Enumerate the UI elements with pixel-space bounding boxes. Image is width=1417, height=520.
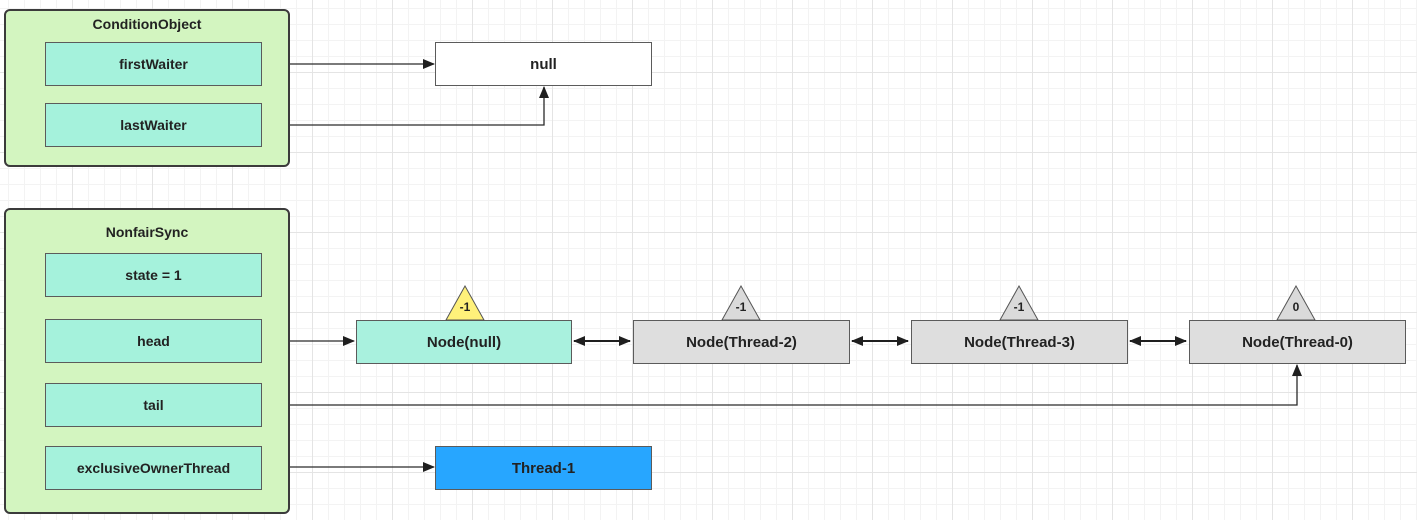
- queue-node: Node(null): [356, 320, 572, 364]
- null-box: null: [435, 42, 652, 86]
- exclusive-owner-thread-field: exclusiveOwnerThread: [45, 446, 262, 490]
- triangle-icon: [999, 284, 1039, 321]
- queue-node: Node(Thread-0): [1189, 320, 1406, 364]
- state-field: state = 1: [45, 253, 262, 297]
- triangle-icon: [721, 284, 761, 321]
- wait-status-badge: 0: [1276, 284, 1316, 321]
- owner-thread-box: Thread-1: [435, 446, 652, 490]
- queue-node: Node(Thread-3): [911, 320, 1128, 364]
- triangle-icon: [1276, 284, 1316, 321]
- wait-status-value: -1: [735, 300, 747, 314]
- wait-status-value: -1: [1013, 300, 1025, 314]
- head-field: head: [45, 319, 262, 363]
- arrow-lastwaiter-to-null: [263, 86, 549, 126]
- wait-status-badge: -1: [445, 284, 485, 321]
- wait-status-badge: -1: [721, 284, 761, 321]
- wait-status-value: -1: [459, 300, 471, 314]
- wait-status-badge: -1: [999, 284, 1039, 321]
- triangle-icon: [445, 284, 485, 321]
- last-waiter-field: lastWaiter: [45, 103, 262, 147]
- arrow-tail-to-node-thread0: [263, 364, 1302, 410]
- nonfair-sync-title: NonfairSync: [105, 224, 189, 240]
- wait-status-value: 0: [1292, 300, 1300, 314]
- queue-node: Node(Thread-2): [633, 320, 850, 364]
- condition-object-title: ConditionObject: [92, 16, 202, 32]
- first-waiter-field: firstWaiter: [45, 42, 262, 86]
- tail-field: tail: [45, 383, 262, 427]
